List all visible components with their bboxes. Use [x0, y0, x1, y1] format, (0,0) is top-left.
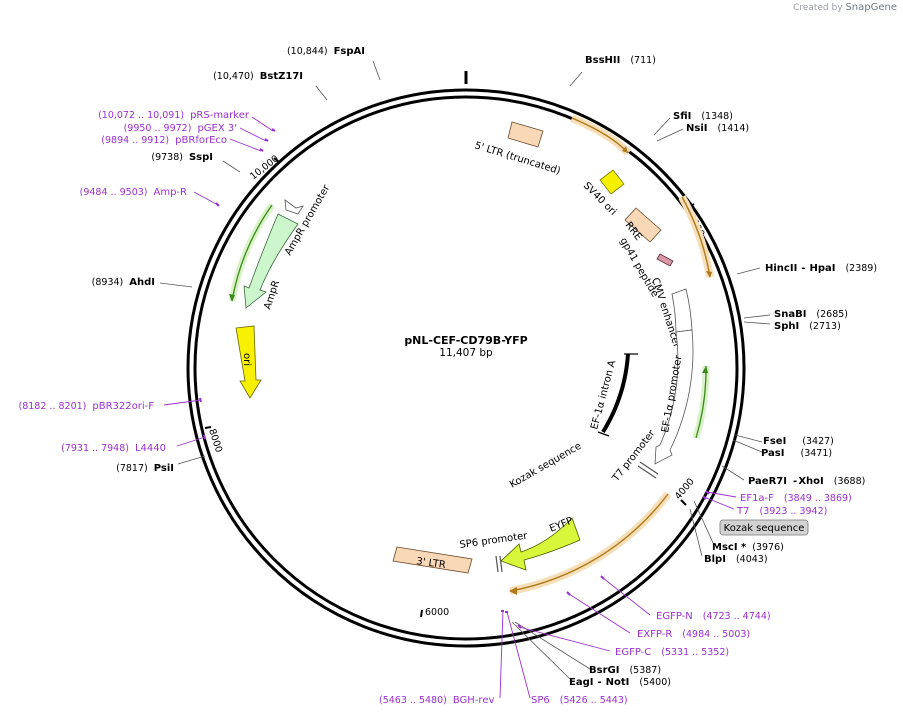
- primer-exfp-r: EXFP-R(4984 .. 5003): [637, 629, 750, 640]
- orf-arc-2: [681, 196, 711, 278]
- snapgene-logo: SnapGene: [845, 2, 897, 13]
- primer-marks: [199, 128, 710, 629]
- feature-kozak-label: Kozak sequence: [508, 441, 583, 491]
- orf-arc-3-head: [509, 587, 517, 595]
- kozak-box-label: Kozak sequence: [724, 523, 805, 534]
- site-sfii: SfiI(1348): [673, 111, 733, 122]
- backbone-outer-ring: [186, 88, 746, 648]
- backbone-inner-ring: [193, 95, 739, 641]
- orf-arc-3-glow: [509, 491, 672, 595]
- orf-arc-2-head: [706, 271, 712, 278]
- watermark-prefix: Created by: [793, 3, 843, 13]
- primer-ef1a-f: EF1a-F(3849 .. 3869): [740, 493, 852, 504]
- feature-3-ltr[interactable]: 3' LTR: [392, 546, 473, 574]
- feature-ef1a-intron[interactable]: EF-1α intron A: [589, 353, 638, 437]
- site-ahdi: (8934)AhdI: [92, 277, 155, 288]
- primer-leaders: [163, 116, 737, 699]
- feature-ef1a-promoter[interactable]: EF-1α promoter: [654, 329, 694, 465]
- primer-bgh-rev: (5463 .. 5480)BGH-rev: [379, 695, 494, 706]
- feature-ampr-label: AmpR: [262, 279, 282, 311]
- site-pasi: PasI(3471): [761, 448, 832, 459]
- site-psii: (7817)PsiI: [116, 463, 174, 474]
- primer-sp6: SP6(5426 .. 5443): [531, 695, 628, 706]
- site-hincii-hpai: HincII-HpaI(2389): [765, 263, 877, 274]
- site-snabi: SnaBI(2685): [774, 309, 848, 320]
- plasmid-name: pNL-CEF-CD79B-YFP: [404, 334, 527, 347]
- site-bsshii: BssHII(711): [585, 55, 656, 66]
- orf-arc-2-glow: [678, 195, 714, 278]
- primer-egfp-n: EGFP-N(4723 .. 4744): [656, 611, 771, 622]
- feature-sv40-ori[interactable]: SV40 ori: [581, 169, 625, 218]
- orf-arc-3: [509, 493, 669, 592]
- feature-rre[interactable]: RRE: [623, 207, 662, 243]
- primer-egfp-c: EGFP-C(5331 .. 5352): [615, 647, 729, 658]
- tick-label-6000: 6000: [425, 607, 449, 618]
- feature-ori[interactable]: ori: [235, 325, 262, 399]
- tick-6000: [420, 609, 423, 618]
- feature-5-ltr[interactable]: 5' LTR (truncated): [473, 121, 562, 177]
- orf-green-right-head: [702, 366, 708, 373]
- site-leaders: [159, 60, 771, 680]
- primer-pgex3: (9950 .. 9972)pGEX 3': [124, 123, 237, 134]
- orf-green-left: [231, 204, 273, 302]
- site-bstz17i: (10,470)BstZ17I: [213, 71, 303, 82]
- primer-t7: T7(3923 .. 3942): [736, 506, 827, 517]
- feature-ampr[interactable]: AmpR: [243, 213, 299, 311]
- orf-arc-1-head: [622, 146, 628, 153]
- tick-8000: [204, 426, 212, 429]
- site-fspai: (10,844)FspAI: [287, 46, 365, 57]
- feature-t7-label: T7 promoter: [610, 427, 658, 484]
- primer-pbr322ori-f: (8182 .. 8201)pBR322ori-F: [19, 401, 155, 412]
- feature-5-ltr-label: 5' LTR (truncated): [473, 140, 562, 177]
- orf-green-right-glow: [692, 365, 710, 440]
- primer-amp-r: (9484 .. 9503)Amp-R: [80, 187, 187, 198]
- site-sspi: (9738)SspI: [151, 152, 213, 163]
- snapgene-watermark: Created by SnapGene: [793, 2, 897, 13]
- site-nsii: NsiI(1414): [686, 123, 749, 134]
- primer-pbrforeco: (9894 .. 9912)pBRforEco: [101, 135, 227, 146]
- site-msci: MscI *(3976): [712, 542, 784, 553]
- feature-t7-promoter[interactable]: T7 promoter: [610, 427, 659, 485]
- site-fsei: FseI(3427): [763, 436, 834, 447]
- tick-4000: [680, 499, 687, 506]
- primer-prs-marker: (10,072 .. 10,091)pRS-marker: [98, 110, 250, 121]
- feature-ori-label: ori: [241, 353, 252, 366]
- orf-green-left-head: [229, 294, 235, 302]
- feature-3-ltr-label: 3' LTR: [416, 556, 447, 571]
- kozak-sequence-box[interactable]: Kozak sequence: [719, 519, 809, 536]
- feature-ef1a-intron-label: EF-1α intron A: [589, 359, 618, 431]
- primer-l4440: (7931 .. 7948)L4440: [61, 443, 166, 454]
- plasmid-size: 11,407 bp: [439, 347, 493, 359]
- site-blpi: BlpI(4043): [704, 554, 768, 565]
- site-sphi: SphI(2713): [774, 321, 841, 332]
- tick-label-4000: 4000: [673, 476, 697, 502]
- site-paer7i-xhoi: PaeR7I-XhoI(3688): [748, 476, 865, 487]
- site-bsrgi: BsrGI(5387): [589, 665, 661, 676]
- site-eagi-noti: EagI-NotI(5400): [569, 677, 671, 688]
- tick-10000: [273, 157, 280, 163]
